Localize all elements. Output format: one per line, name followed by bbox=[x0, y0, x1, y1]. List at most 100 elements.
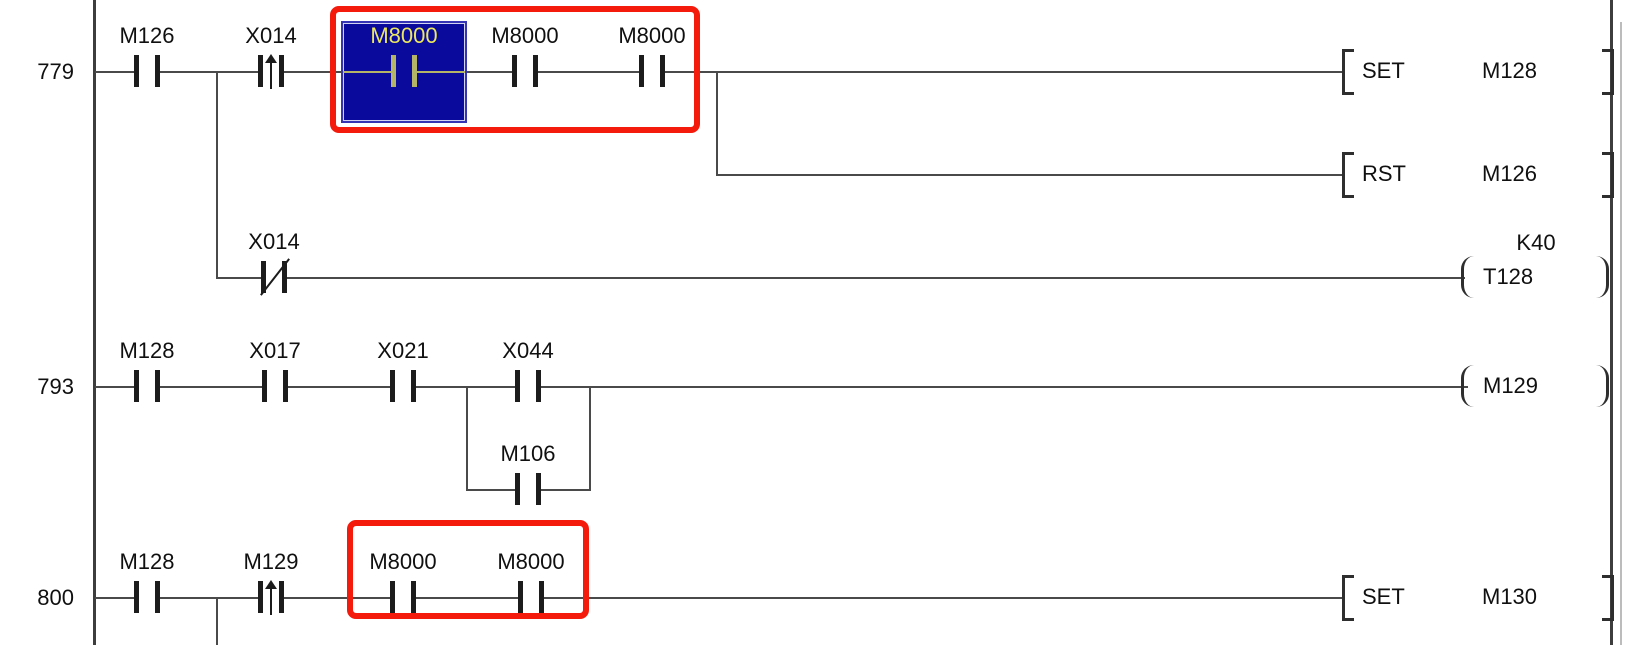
annotation-box-rung779 bbox=[330, 6, 700, 133]
coil-device-label: M129 bbox=[1483, 373, 1539, 398]
instruction-rst-m126[interactable]: RST M126 bbox=[1342, 152, 1614, 198]
contact-bar bbox=[533, 55, 538, 87]
contact-bar bbox=[412, 55, 417, 87]
contact-bar bbox=[515, 473, 520, 505]
device-label: M128 bbox=[119, 549, 175, 574]
device-label: X021 bbox=[377, 338, 429, 363]
contact-bar bbox=[390, 581, 395, 613]
device-label: X044 bbox=[502, 338, 554, 363]
contact-m126[interactable]: M126 bbox=[87, 23, 207, 103]
instruction-operand: M128 bbox=[1482, 58, 1538, 83]
device-label: M8000 bbox=[618, 23, 686, 48]
coil-m129[interactable]: M129 bbox=[1455, 363, 1615, 411]
contact-bar bbox=[391, 55, 396, 87]
contact-bar bbox=[539, 581, 544, 613]
wire-rung793 bbox=[95, 386, 1468, 388]
contact-m8000-2[interactable]: M8000 bbox=[465, 23, 585, 103]
contact-bar bbox=[262, 370, 267, 402]
wire-rst-branch bbox=[717, 174, 1345, 176]
contact-bar bbox=[134, 581, 139, 613]
contact-bar bbox=[258, 55, 263, 87]
contact-bar bbox=[155, 581, 160, 613]
contact-bar bbox=[660, 55, 665, 87]
contact-bar bbox=[411, 370, 416, 402]
branch-wire-800-down bbox=[216, 597, 218, 645]
contact-x044[interactable]: X044 bbox=[468, 338, 588, 418]
device-label: M129 bbox=[243, 549, 299, 574]
contact-x014-rising-pulse[interactable]: X014 bbox=[211, 23, 331, 103]
device-label: M126 bbox=[119, 23, 175, 48]
pulse-arrow-icon bbox=[270, 63, 272, 89]
contact-bar bbox=[536, 473, 541, 505]
instruction-opcode: SET bbox=[1362, 58, 1405, 83]
coil-right-paren-icon bbox=[1596, 256, 1609, 298]
device-label: M8000 bbox=[497, 549, 565, 574]
pulse-arrow-icon bbox=[270, 589, 272, 615]
right-power-rail bbox=[1610, 0, 1613, 645]
contact-bar bbox=[155, 370, 160, 402]
instruction-opcode: SET bbox=[1362, 584, 1405, 609]
coil-t128[interactable]: T128 bbox=[1455, 254, 1615, 302]
contact-gap bbox=[517, 55, 533, 87]
device-label: M8000 bbox=[369, 549, 437, 574]
contact-m128-793[interactable]: M128 bbox=[87, 338, 207, 418]
device-label: M128 bbox=[119, 338, 175, 363]
device-label: X014 bbox=[245, 23, 297, 48]
contact-m129-rising-pulse[interactable]: M129 bbox=[211, 549, 331, 629]
instruction-operand: M126 bbox=[1482, 161, 1538, 186]
timer-constant-label: K40 bbox=[1516, 230, 1556, 255]
contact-m8000-800-2[interactable]: M8000 bbox=[471, 549, 591, 629]
rung-number-793: 793 bbox=[37, 374, 74, 399]
contact-m8000-800-1[interactable]: M8000 bbox=[343, 549, 463, 629]
coil-right-paren-icon bbox=[1596, 365, 1609, 407]
device-label: M8000 bbox=[491, 23, 559, 48]
contact-gap bbox=[520, 473, 536, 505]
wire-rung800 bbox=[95, 597, 1345, 599]
contact-m8000-3[interactable]: M8000 bbox=[592, 23, 712, 103]
contact-bar bbox=[512, 55, 517, 87]
instruction-set-m130[interactable]: SET M130 bbox=[1342, 575, 1614, 621]
device-label: X014 bbox=[248, 229, 300, 254]
right-bracket-icon bbox=[1602, 152, 1614, 198]
right-bracket-icon bbox=[1602, 575, 1614, 621]
device-label: M106 bbox=[500, 441, 556, 466]
contact-gap bbox=[644, 55, 660, 87]
contact-bar bbox=[282, 261, 287, 293]
contact-gap bbox=[139, 370, 155, 402]
contact-x021[interactable]: X021 bbox=[343, 338, 463, 418]
wire-timer-branch bbox=[217, 277, 1465, 279]
contact-m106[interactable]: M106 bbox=[468, 441, 588, 521]
branch-wire-779-down bbox=[216, 71, 218, 279]
branch-wire-rst bbox=[716, 71, 718, 176]
contact-gap bbox=[395, 370, 411, 402]
contact-gap bbox=[520, 370, 536, 402]
contact-x017[interactable]: X017 bbox=[215, 338, 335, 418]
instruction-operand: M130 bbox=[1482, 584, 1538, 609]
pulse-arrowhead-icon bbox=[265, 580, 277, 589]
left-bracket-icon bbox=[1342, 49, 1354, 95]
contact-gap bbox=[395, 581, 411, 613]
contact-m128-800[interactable]: M128 bbox=[87, 549, 207, 629]
device-label: X017 bbox=[249, 338, 301, 363]
contact-bar bbox=[261, 261, 266, 293]
instruction-set-m128[interactable]: SET M128 bbox=[1342, 49, 1614, 95]
contact-bar bbox=[518, 581, 523, 613]
contact-gap bbox=[139, 55, 155, 87]
contact-m8000-selected[interactable]: M8000 bbox=[344, 23, 464, 103]
contact-bar bbox=[279, 581, 284, 613]
left-bracket-icon bbox=[1342, 575, 1354, 621]
rung-number-800: 800 bbox=[37, 585, 74, 610]
coil-device-label: T128 bbox=[1483, 264, 1534, 289]
instruction-opcode: RST bbox=[1362, 161, 1406, 186]
annotation-box-rung800 bbox=[347, 520, 589, 619]
pane-border bbox=[1620, 22, 1622, 645]
contact-bar bbox=[258, 581, 263, 613]
coil-left-paren-icon bbox=[1461, 365, 1474, 407]
contact-gap bbox=[267, 370, 283, 402]
contact-bar bbox=[390, 370, 395, 402]
selected-wire-right bbox=[416, 71, 465, 73]
contact-x014-normally-closed[interactable]: X014 bbox=[214, 229, 334, 309]
contact-bar bbox=[283, 370, 288, 402]
pulse-arrowhead-icon bbox=[265, 54, 277, 63]
